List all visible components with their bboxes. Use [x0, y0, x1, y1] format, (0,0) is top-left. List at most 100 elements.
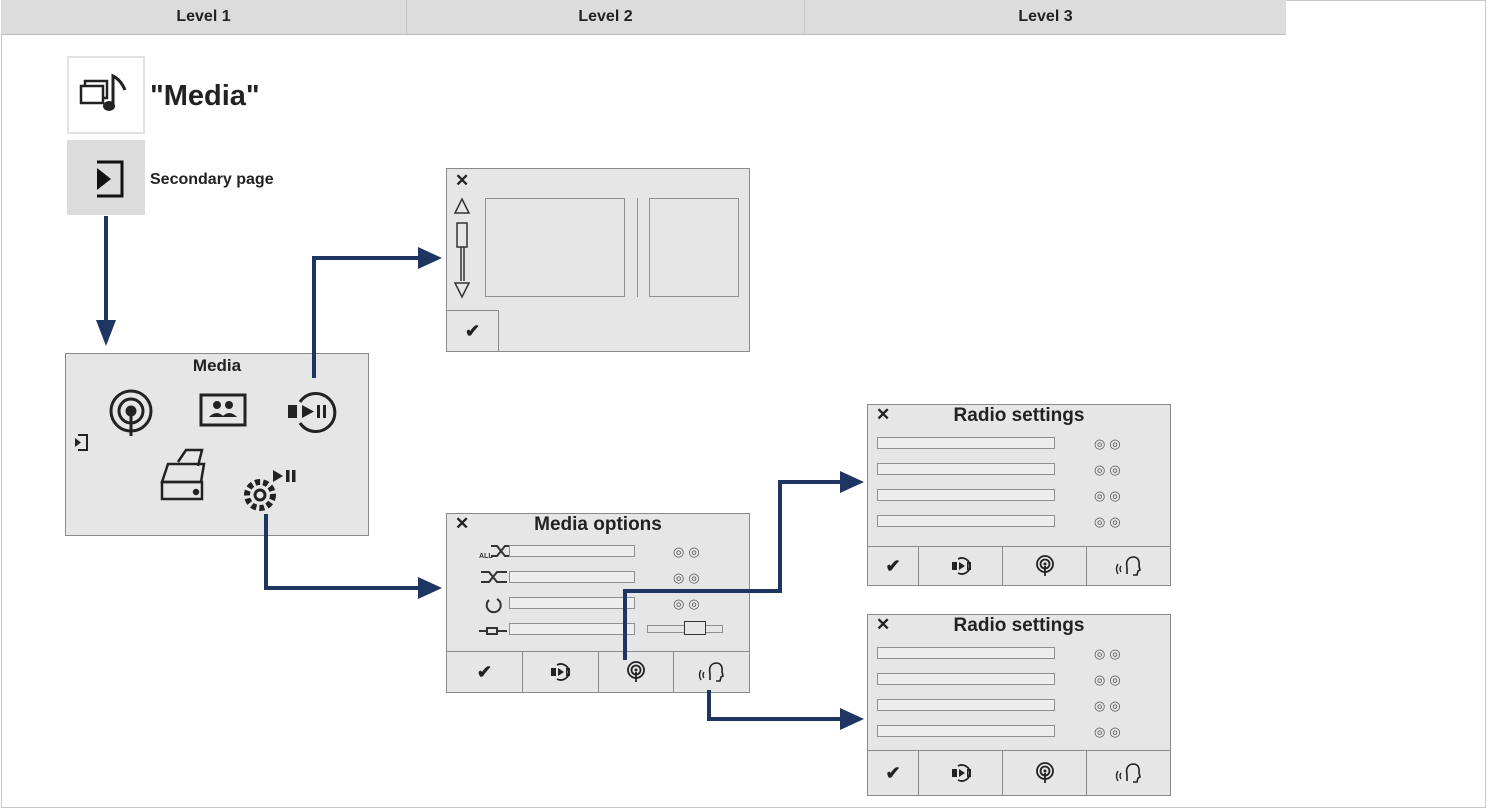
toggle-dots[interactable]: ◎◎: [1094, 436, 1125, 451]
toggle-dots[interactable]: ◎◎: [1094, 488, 1125, 503]
toggle-dots[interactable]: ◎◎: [1094, 514, 1125, 529]
close-icon[interactable]: ✕: [876, 615, 891, 634]
tab-play-pause[interactable]: [919, 751, 1003, 795]
tab-play-pause[interactable]: [523, 652, 599, 692]
tab-radio[interactable]: [1003, 751, 1087, 795]
voice-icon: [1115, 556, 1141, 576]
arrowhead-right: [418, 247, 442, 269]
music-storage-icon: [160, 448, 206, 501]
toggle-dots[interactable]: ◎◎: [1094, 646, 1125, 661]
radio-settings-title: Radio settings: [953, 405, 1085, 426]
confirm-button[interactable]: ✔: [447, 310, 499, 351]
radio-icon: [109, 389, 153, 436]
secondary-page-icon: [97, 160, 124, 198]
voice-icon: [698, 662, 724, 682]
arrowhead-right: [840, 708, 864, 730]
radio-settings-screen-bottom: ✕ Radio settings ◎◎ ◎◎ ◎◎ ◎◎ ✔: [867, 614, 1171, 796]
option-bar[interactable]: [509, 545, 635, 557]
radio-settings-screen-top: ✕ Radio settings ◎◎ ◎◎ ◎◎ ◎◎ ✔: [867, 404, 1171, 586]
tab-voice[interactable]: [674, 652, 749, 692]
check-icon: ✔: [885, 762, 901, 783]
setting-bar[interactable]: [877, 515, 1055, 527]
arrow-playpause-to-list: [312, 256, 420, 378]
arrowhead-down: [96, 320, 116, 346]
tab-radio[interactable]: [1003, 547, 1087, 585]
level-slider[interactable]: [647, 621, 723, 635]
content-panel-left: [485, 198, 625, 297]
media-settings-icon: [244, 470, 296, 511]
setting-bar[interactable]: [877, 489, 1055, 501]
check-icon: ✔: [476, 661, 492, 682]
arrow-voice-to-settings: [707, 690, 842, 721]
column-header-level-1: Level 1: [1, 0, 407, 35]
close-icon[interactable]: ✕: [455, 171, 470, 190]
setting-bar[interactable]: [877, 699, 1055, 711]
radio-icon: [626, 661, 645, 682]
media-screen-icons: [75, 389, 337, 511]
divider: [637, 198, 638, 297]
media-label: "Media": [150, 80, 260, 112]
radio-icon: [1035, 762, 1054, 783]
shuffle-icon: [481, 571, 507, 583]
toggle-dots[interactable]: ◎◎: [1094, 462, 1125, 477]
tab-radio[interactable]: [599, 652, 675, 692]
repeat-icon: [485, 598, 502, 614]
option-icons: ALL: [479, 545, 511, 635]
check-icon: ✔: [464, 320, 481, 341]
aux-cable-icon: [479, 627, 507, 635]
media-app-tile[interactable]: [67, 56, 145, 134]
setting-bar[interactable]: [877, 647, 1055, 659]
toggle-dots[interactable]: ◎◎: [1094, 698, 1125, 713]
secondary-page-tile[interactable]: [67, 140, 145, 215]
scroll-down-icon: [453, 282, 471, 299]
content-panel-right: [649, 198, 739, 297]
media-screen: Media: [65, 353, 369, 536]
media-screen-title: Media: [192, 356, 242, 375]
media-options-screen: ✕ Media options ALL ◎◎ ◎◎ ◎◎ ✔: [446, 513, 750, 693]
tab-voice[interactable]: [1087, 751, 1170, 795]
secondary-page-small-icon: [75, 434, 88, 451]
setting-bar[interactable]: [877, 463, 1055, 475]
arrow-radio-to-settings: [623, 480, 842, 660]
toggle-dots[interactable]: ◎◎: [673, 570, 704, 585]
media-list-screen: ✕ ✔: [446, 168, 750, 352]
tab-voice[interactable]: [1087, 547, 1170, 585]
options-tabbar: ✔: [447, 651, 749, 692]
close-icon[interactable]: ✕: [876, 405, 891, 424]
toggle-dots[interactable]: ◎◎: [1094, 724, 1125, 739]
column-header-level-2: Level 2: [407, 0, 805, 35]
media-options-title: Media options: [534, 514, 662, 535]
setting-bar[interactable]: [877, 673, 1055, 685]
secondary-page-label: Secondary page: [150, 171, 274, 188]
shuffle-all-icon: ALL: [479, 545, 511, 560]
arrowhead-right: [418, 577, 442, 599]
play-pause-icon: [951, 764, 971, 782]
option-bar[interactable]: [509, 623, 635, 635]
check-icon: ✔: [885, 555, 901, 576]
toggle-dots[interactable]: ◎◎: [1094, 672, 1125, 687]
radio-tabbar: ✔: [868, 546, 1170, 585]
confirm-button[interactable]: ✔: [447, 652, 523, 692]
scroll-up-icon: [453, 197, 471, 214]
photos-icon: [199, 393, 247, 427]
scrollbar[interactable]: [452, 197, 482, 327]
option-bar[interactable]: [509, 571, 635, 583]
setting-bar[interactable]: [877, 725, 1055, 737]
play-pause-icon: [288, 392, 337, 433]
tab-play-pause[interactable]: [919, 547, 1003, 585]
option-bar[interactable]: [509, 597, 635, 609]
play-pause-icon: [551, 663, 571, 681]
svg-text:ALL: ALL: [479, 553, 493, 560]
play-pause-icon: [951, 557, 971, 575]
slider-handle[interactable]: [684, 621, 706, 635]
radio-tabbar: ✔: [868, 750, 1170, 795]
arrow-settings-to-options: [264, 514, 420, 590]
toggle-dots[interactable]: ◎◎: [673, 596, 704, 611]
confirm-button[interactable]: ✔: [868, 547, 919, 585]
close-icon[interactable]: ✕: [455, 514, 470, 533]
setting-bar[interactable]: [877, 437, 1055, 449]
confirm-button[interactable]: ✔: [868, 751, 919, 795]
radio-icon: [1035, 555, 1054, 576]
toggle-dots[interactable]: ◎◎: [673, 544, 704, 559]
